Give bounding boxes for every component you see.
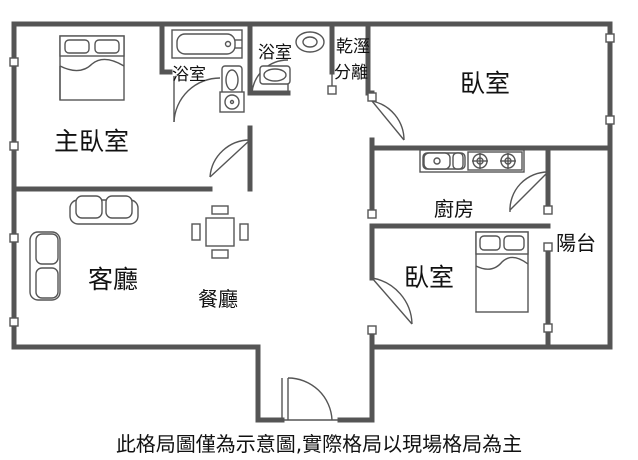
toilet-icon (259, 65, 291, 85)
outer-walls (11, 21, 613, 423)
double-bed-icon (59, 35, 125, 101)
sofa-icon (29, 231, 61, 301)
room-label-dry-wet-2: 分離 (334, 63, 368, 83)
basin-icon (219, 91, 245, 113)
basin-icon (295, 31, 325, 53)
toilet-icon (221, 65, 243, 95)
room-label-dining-room: 餐廳 (198, 287, 238, 311)
door-entrance (281, 377, 340, 421)
door-bedroom-bottom (371, 277, 413, 325)
door-kitchen (509, 171, 549, 213)
window-marks (9, 33, 615, 335)
sink-icon (423, 152, 464, 170)
door-master-bedroom (209, 139, 251, 178)
armchair-icon (69, 195, 139, 225)
stove-icon (472, 153, 516, 169)
room-label-bedroom-top: 臥室 (460, 69, 510, 98)
room-label-bath-left: 浴室 (172, 65, 206, 85)
room-label-balcony: 陽台 (556, 231, 596, 255)
room-label-bedroom-bottom: 臥室 (404, 263, 454, 292)
room-label-dry-wet-1: 乾溼 (336, 37, 370, 57)
door-bath-left (173, 76, 221, 123)
room-label-living-room: 客廳 (88, 265, 138, 294)
door-bedroom-top (371, 100, 405, 141)
disclaimer-text: 此格局圖僅為示意圖,實際格局以現場格局為主 (115, 432, 523, 456)
door-dry-wet (327, 72, 337, 95)
bathtub-icon (171, 29, 243, 59)
room-label-master-bedroom: 主臥室 (54, 127, 129, 156)
room-label-bath-right: 浴室 (258, 43, 292, 63)
dining-table-icon (191, 205, 249, 259)
room-label-kitchen: 廚房 (434, 197, 474, 221)
double-bed-icon (475, 231, 529, 313)
